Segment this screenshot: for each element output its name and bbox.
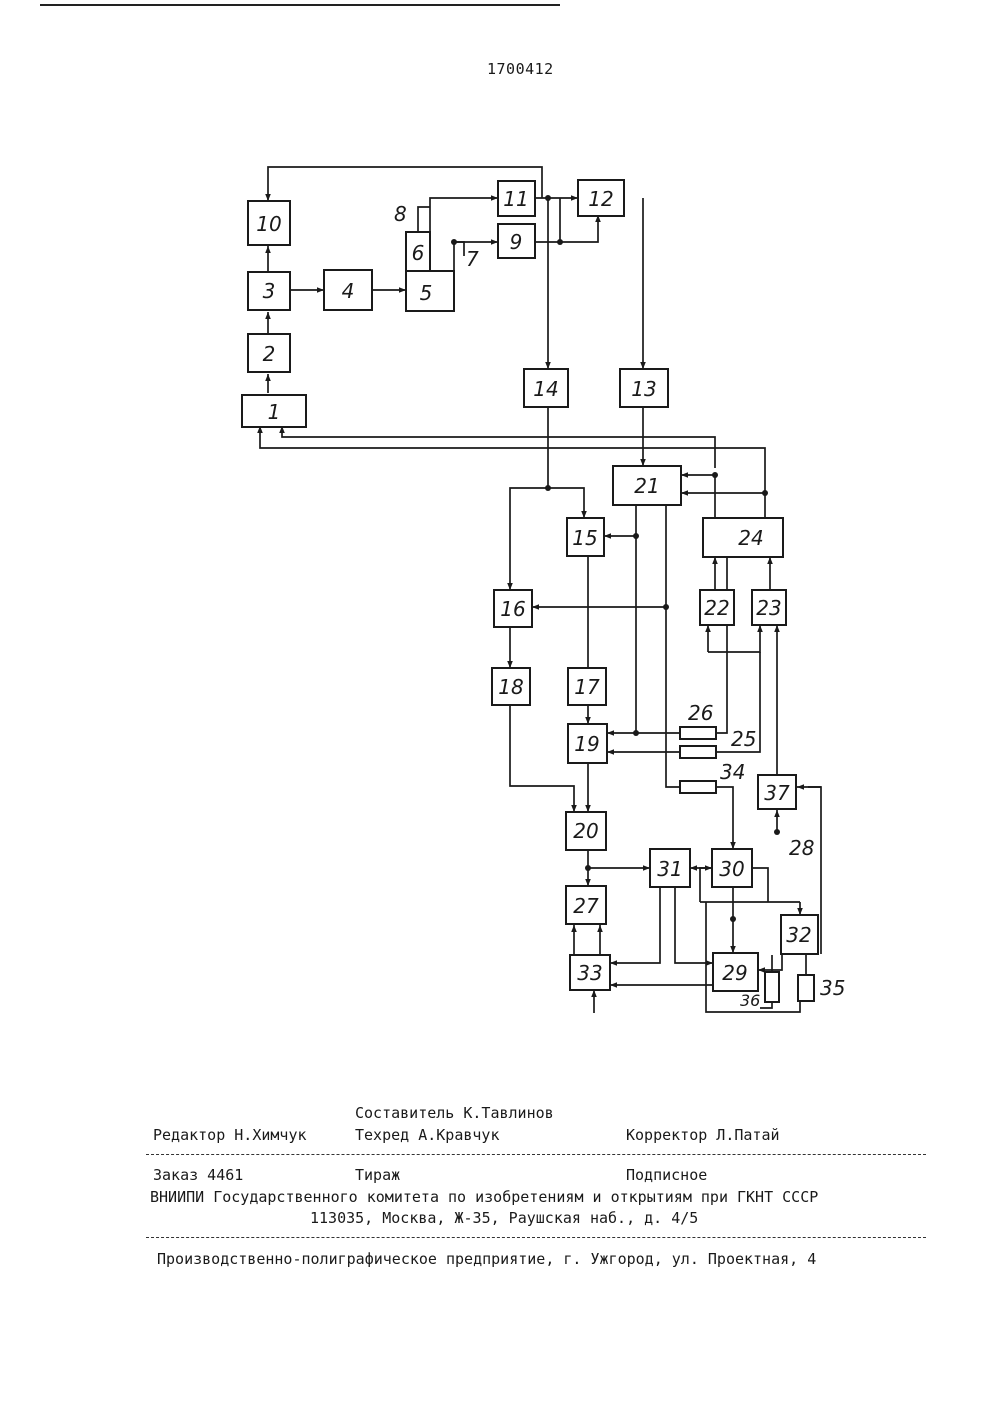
block-18-label: 18 [498, 675, 523, 699]
label-25: 25 [731, 727, 756, 751]
label-35: 35 [820, 976, 845, 1000]
order-line: Заказ 4461 [153, 1166, 243, 1184]
block-4-label: 4 [342, 279, 355, 303]
block-33-label: 33 [577, 961, 602, 985]
block-30-label: 30 [719, 857, 744, 881]
label-36: 36 [740, 991, 760, 1010]
corrector-line: Корректор Л.Патай [626, 1126, 780, 1144]
separator-rule-2 [146, 1237, 926, 1238]
block-12-label: 10 [256, 212, 281, 236]
printer-line: Производственно-полиграфическое предприя… [157, 1250, 816, 1268]
resistor-34 [680, 781, 716, 793]
techred-line: Техред А.Кравчук [355, 1126, 500, 1144]
resistor-26 [680, 727, 716, 739]
block-24-label: 24 [738, 526, 763, 550]
resistor-25 [680, 746, 716, 758]
block-diagram: 10 3 4 5 6 2 1 10 11 9 12 14 13 [0, 0, 1000, 1060]
block-15-label: 15 [572, 526, 597, 550]
separator-rule [146, 1154, 926, 1155]
block-37-label: 37 [764, 781, 790, 805]
label-26: 26 [688, 701, 713, 725]
label-34: 34 [720, 760, 745, 784]
block-5-label: 5 [420, 281, 433, 305]
block-29-label: 29 [722, 961, 747, 985]
block-31-label: 31 [657, 857, 682, 881]
block-13-label: 13 [631, 377, 656, 401]
block-6-label: 6 [412, 241, 425, 265]
compiler-line: Составитель К.Тавлинов [355, 1104, 554, 1122]
block-21-label: 21 [634, 474, 659, 498]
block-27-label: 27 [573, 894, 599, 918]
block-14-label: 14 [533, 377, 558, 401]
subscription-line: Подписное [626, 1166, 707, 1184]
junction-dots [451, 195, 768, 922]
label-8: 8 [394, 202, 407, 226]
resistor-36 [765, 972, 779, 1002]
block-32-label: 32 [786, 923, 811, 947]
label-28: 28 [789, 836, 814, 860]
organization-line: ВНИИПИ Государственного комитета по изоб… [150, 1188, 818, 1206]
block-3-label: 3 [263, 279, 276, 303]
block-9-label: 9 [510, 230, 523, 254]
block-20-label: 20 [573, 819, 598, 843]
block-11-label: 12 [588, 187, 613, 211]
resistor-35 [798, 975, 814, 1001]
circulation-line: Тираж [355, 1166, 400, 1184]
block-23-label: 23 [756, 596, 781, 620]
block-10-text: 11 [503, 187, 528, 211]
block-1-label: 1 [268, 400, 281, 424]
block-2-label: 2 [263, 342, 276, 366]
editor-line: Редактор Н.Химчук [153, 1126, 307, 1144]
block-17-label: 17 [574, 675, 600, 699]
label-7: 7 [466, 247, 479, 271]
address-line: 113035, Москва, Ж-35, Раушская наб., д. … [310, 1209, 698, 1227]
block-22-label: 22 [704, 596, 729, 620]
block-19-label: 19 [574, 732, 599, 756]
block-16-label: 16 [500, 597, 525, 621]
blocks: 10 3 4 5 6 2 1 10 11 9 12 14 13 [242, 180, 818, 991]
